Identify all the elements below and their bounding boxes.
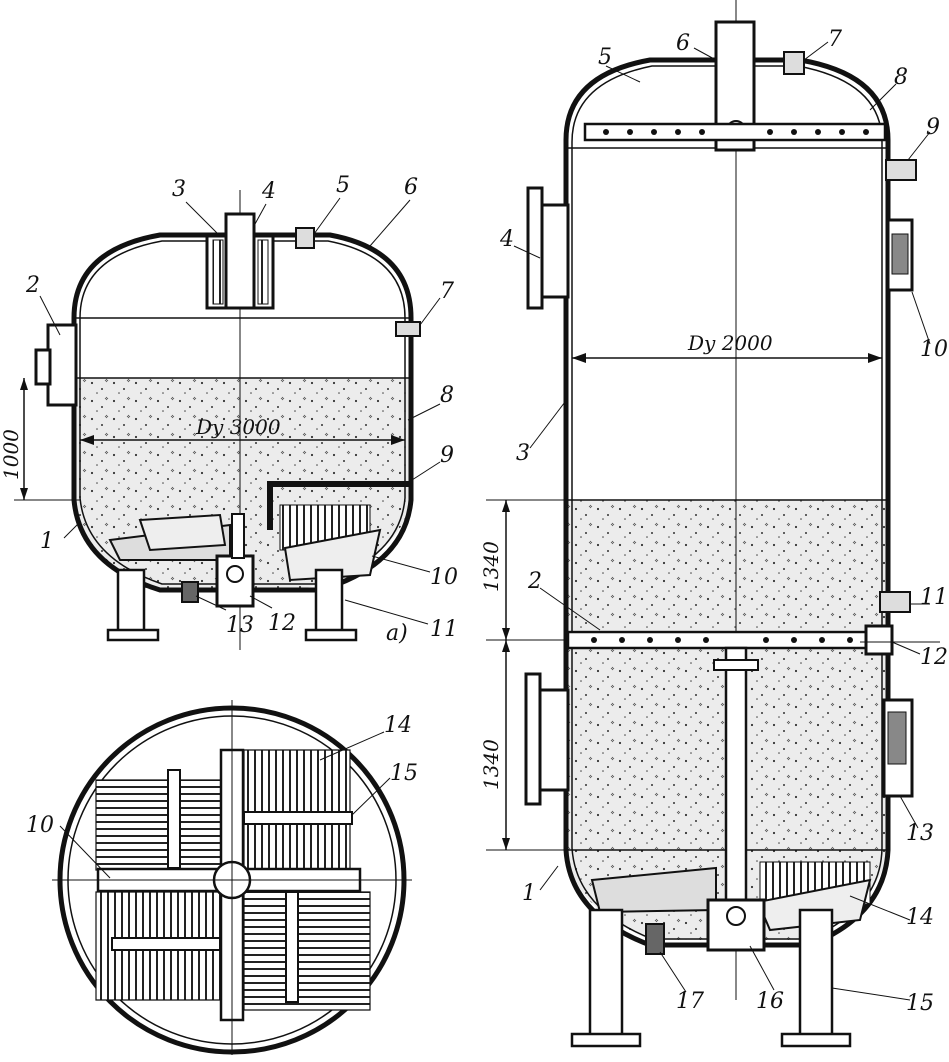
left-label-13: 13 <box>226 613 254 638</box>
plan-label-10: 10 <box>26 813 54 838</box>
left-label-leaders <box>39 197 441 625</box>
right-label-15: 15 <box>906 991 934 1016</box>
right-label-7: 7 <box>828 27 842 52</box>
right-label-8: 8 <box>894 65 908 90</box>
left-label-7: 7 <box>440 279 454 304</box>
left-vessel: Dy 3000 1000 a) 1 2 3 4 5 6 7 8 <box>0 173 458 650</box>
right-label-5: 5 <box>598 45 612 70</box>
right-label-16: 16 <box>756 989 784 1014</box>
left-side-fitting <box>395 321 421 337</box>
right-labels: 1 2 3 4 5 6 7 8 9 10 11 12 13 14 15 16 1… <box>499 27 948 1016</box>
right-label-1: 1 <box>522 881 536 906</box>
right-top-distributor <box>583 122 887 142</box>
right-label-13: 13 <box>906 821 934 846</box>
right-label-11: 11 <box>920 585 948 610</box>
right-label-3: 3 <box>516 441 530 466</box>
right-upper-hatch <box>538 203 570 299</box>
left-vessel-shell <box>71 232 414 593</box>
left-air-vent <box>295 227 315 249</box>
left-label-4: 4 <box>261 179 276 204</box>
plan-view-tube-field <box>95 779 223 871</box>
left-label-1: 1 <box>40 529 54 554</box>
right-air-vent <box>783 51 805 75</box>
left-caption: a) <box>386 621 408 646</box>
right-label-17: 17 <box>676 989 704 1014</box>
right-fitting-11 <box>879 591 911 613</box>
plan-label-15: 15 <box>390 761 418 786</box>
right-label-12: 12 <box>920 645 948 670</box>
left-support-legs <box>106 568 358 642</box>
right-diameter-label: Dy 2000 <box>687 331 773 355</box>
right-central-pipe <box>724 646 748 912</box>
left-label-8: 8 <box>440 383 454 408</box>
left-diameter-label: Dy 3000 <box>195 415 281 439</box>
right-lower-hatch <box>538 688 570 792</box>
right-label-10: 10 <box>920 337 948 362</box>
left-label-12: 12 <box>268 611 296 636</box>
right-label-leaders <box>513 41 931 1001</box>
right-fitting-9 <box>885 159 917 181</box>
right-label-4: 4 <box>499 227 514 252</box>
right-label-6: 6 <box>676 31 690 56</box>
right-label-14: 14 <box>906 905 934 930</box>
right-lower-dim: 1340 <box>479 739 503 790</box>
left-height-dim: 1000 <box>0 429 23 480</box>
right-label-9: 9 <box>926 115 940 140</box>
left-drain-pipe <box>267 481 412 530</box>
right-upper-dim: 1340 <box>479 541 503 592</box>
plan-label-14: 14 <box>384 713 412 738</box>
left-label-11: 11 <box>430 617 458 642</box>
right-vessel: Dy 2000 1340 1340 1 2 3 4 5 <box>479 0 948 1048</box>
left-label-2: 2 <box>25 273 40 298</box>
left-label-10: 10 <box>430 565 458 590</box>
right-support-legs <box>570 908 852 1048</box>
left-label-3: 3 <box>172 177 186 202</box>
left-label-5: 5 <box>336 173 350 198</box>
right-upper-filter-bed <box>566 500 888 630</box>
left-labels: 1 2 3 4 5 6 7 8 9 10 11 12 13 <box>25 173 458 642</box>
left-side-hatch <box>46 323 78 407</box>
plan-view: 10 14 15 <box>26 700 418 1055</box>
left-label-6: 6 <box>404 175 418 200</box>
right-label-2: 2 <box>527 569 542 594</box>
right-drain-fitting <box>645 923 665 955</box>
left-label-9: 9 <box>440 443 454 468</box>
left-drain-fitting <box>181 581 199 603</box>
